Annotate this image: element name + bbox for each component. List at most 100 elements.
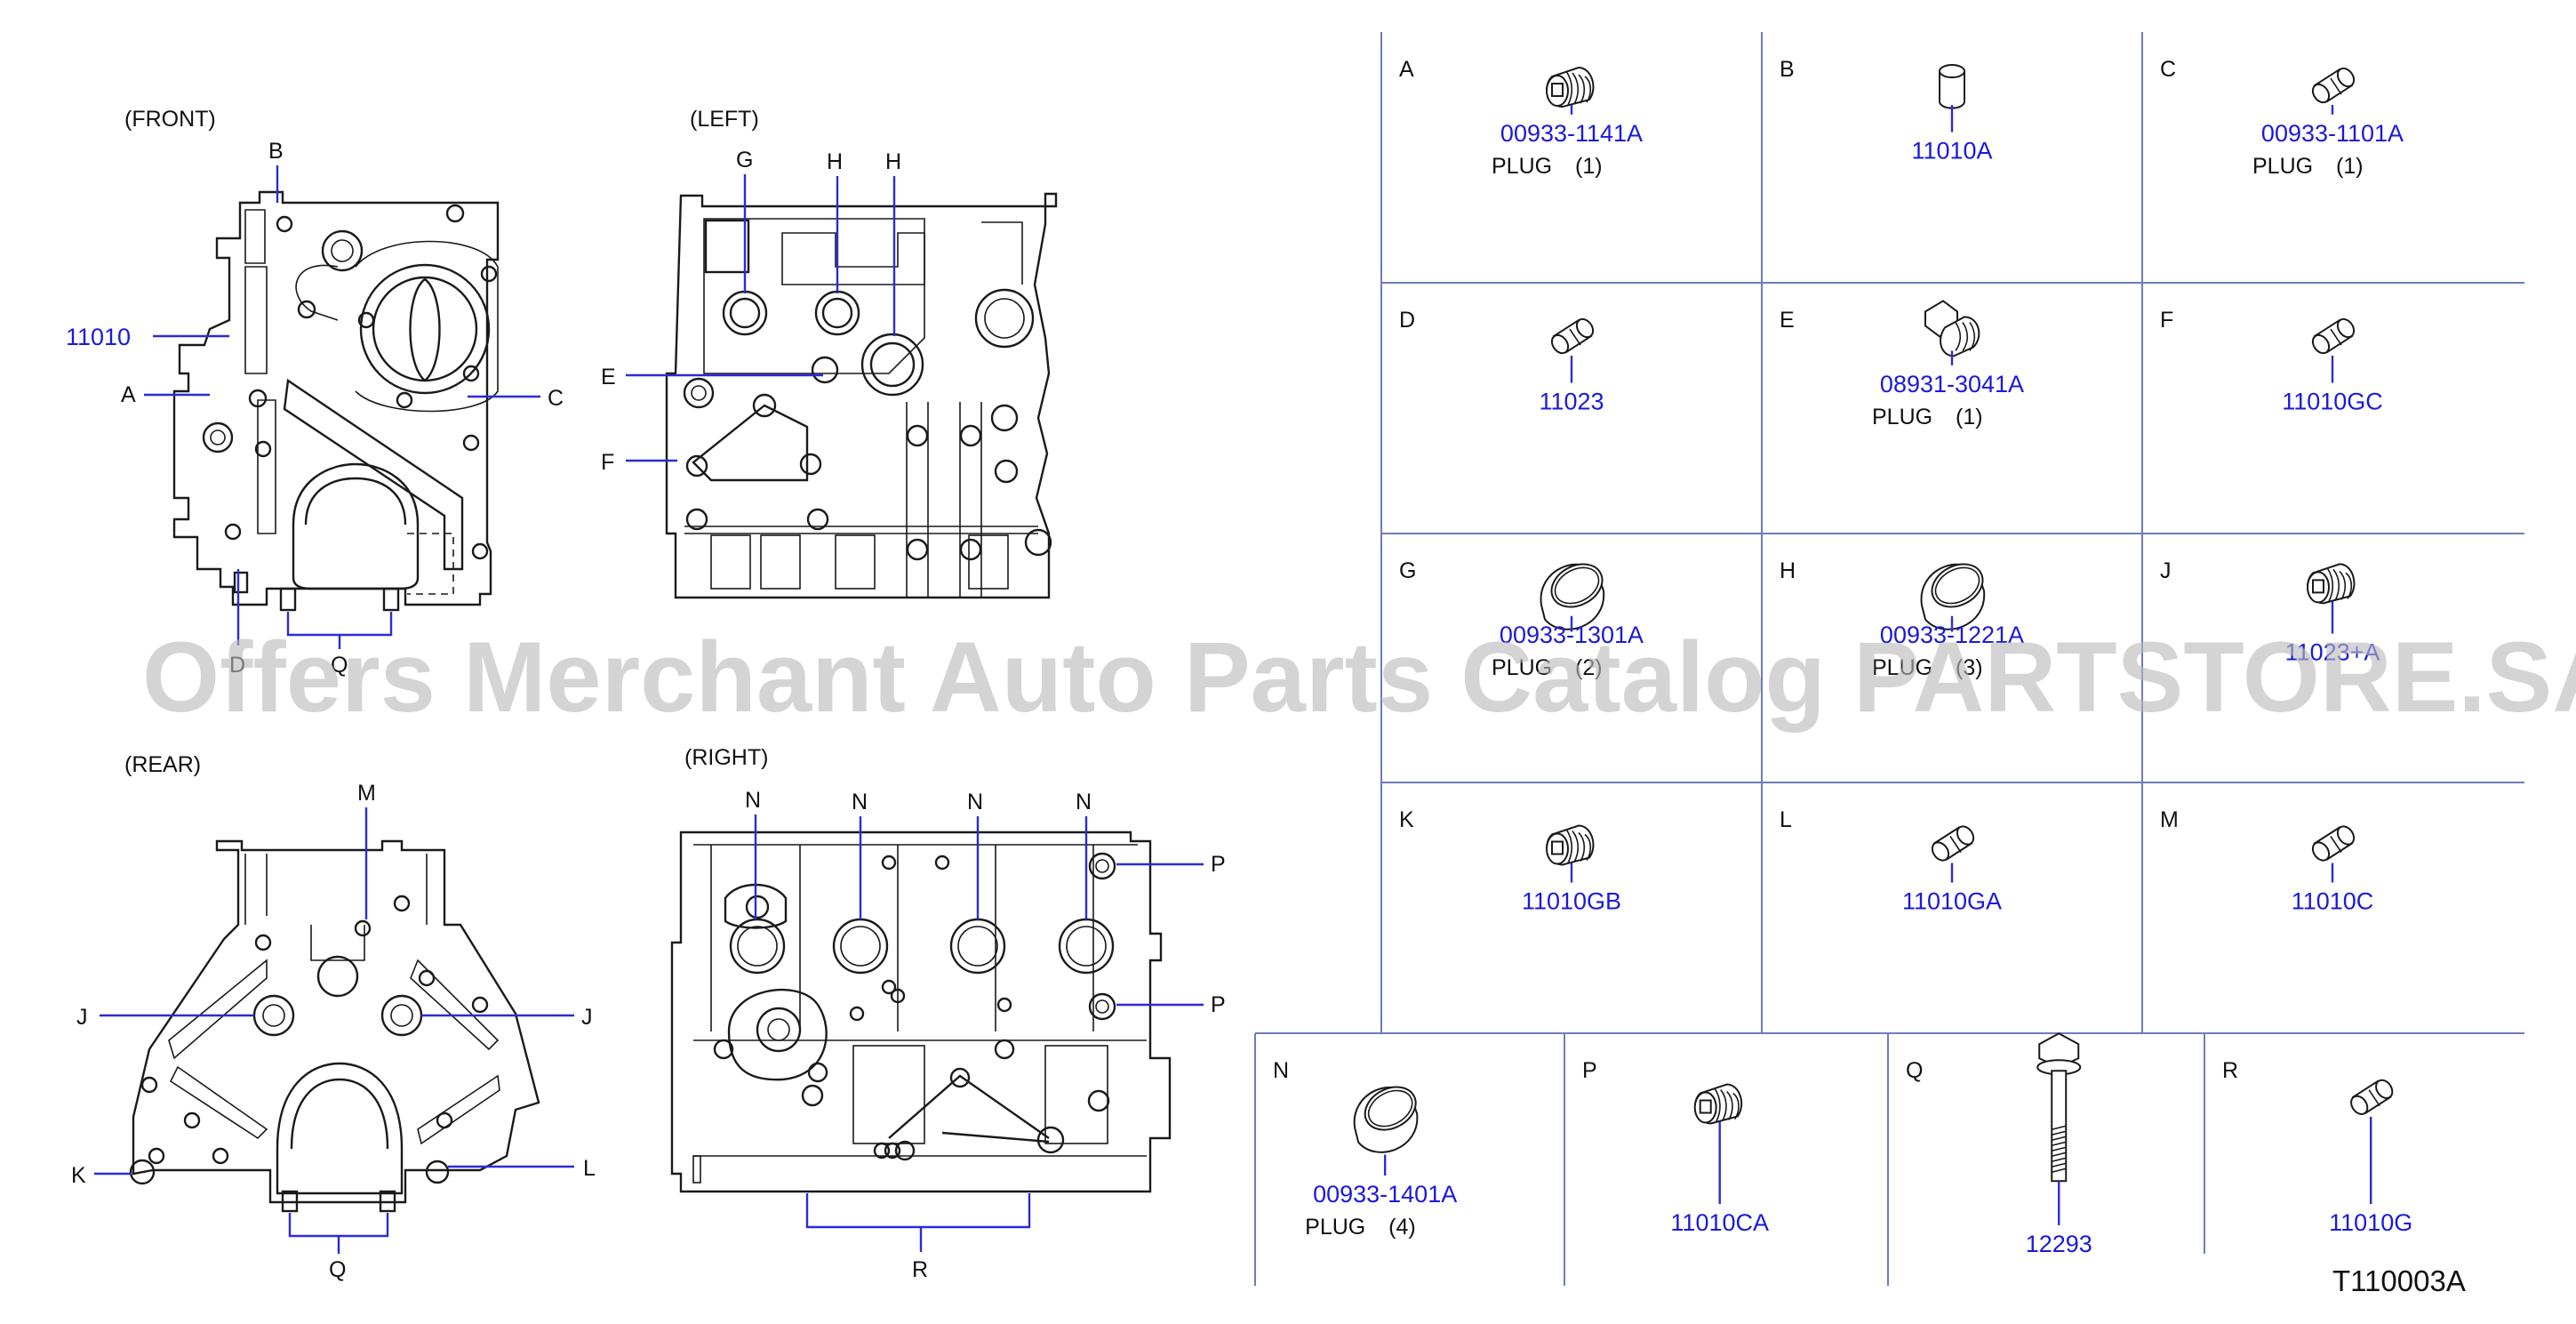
callout-l: L bbox=[583, 1156, 596, 1181]
front-view-title: (FRONT) bbox=[124, 107, 216, 132]
left-view-title: (LEFT) bbox=[690, 107, 759, 132]
part-number[interactable]: 00933-1401A bbox=[1313, 1181, 1457, 1208]
part-number[interactable]: 00933-1101A bbox=[2261, 120, 2404, 147]
bolt-icon bbox=[2036, 1032, 2082, 1183]
callout-n-1: N bbox=[745, 788, 761, 813]
front-block-outline bbox=[172, 190, 500, 606]
callout-j-2: J bbox=[581, 1005, 593, 1030]
part-letter: E bbox=[1780, 308, 1795, 333]
part-number[interactable]: 11010G bbox=[2329, 1209, 2412, 1236]
plug-icon bbox=[2311, 67, 2356, 104]
part-cell-m[interactable]: M 11010C bbox=[2160, 807, 2373, 915]
part-cell-g[interactable]: G 00933-1301A PLUG (2) bbox=[1399, 556, 1644, 680]
plug-icon bbox=[2350, 1079, 2394, 1115]
part-description: PLUG bbox=[2252, 154, 2313, 179]
callout-f: F bbox=[601, 450, 614, 475]
parts-cells: A00933-1141APLUG(1)B11010AC00933-1101APL… bbox=[1273, 57, 2412, 1257]
part-letter: G bbox=[1399, 558, 1416, 583]
part-description: PLUG bbox=[1872, 405, 1932, 429]
threaded-plug-icon bbox=[2307, 563, 2356, 605]
part-letter: P bbox=[1582, 1058, 1597, 1083]
part-letter: K bbox=[1399, 807, 1414, 832]
callout-q-front: Q bbox=[331, 653, 348, 678]
part-letter: F bbox=[2160, 308, 2173, 333]
part-number[interactable]: 12293 bbox=[2026, 1231, 2092, 1257]
cup-plug-icon bbox=[1920, 563, 1986, 630]
callout-b: B bbox=[268, 139, 284, 164]
part-letter: M bbox=[2160, 807, 2179, 832]
callout-j-1: J bbox=[76, 1005, 88, 1030]
part-letter: J bbox=[2160, 558, 2172, 583]
left-view: (LEFT) bbox=[601, 107, 1058, 599]
part-number[interactable]: 11010CA bbox=[1670, 1209, 1769, 1236]
part-number[interactable]: 11010GB bbox=[1522, 888, 1621, 915]
callout-11010: 11010 bbox=[66, 324, 131, 350]
callout-d: D bbox=[229, 653, 245, 678]
part-number[interactable]: 11023+A bbox=[2285, 639, 2380, 666]
part-number[interactable]: 11010C bbox=[2292, 888, 2374, 915]
callout-p-1: P bbox=[1211, 852, 1226, 877]
part-cell-r[interactable]: R 11010G bbox=[2222, 1058, 2412, 1236]
rear-view-title: (REAR) bbox=[124, 752, 201, 777]
callout-m: M bbox=[357, 781, 376, 806]
part-letter: B bbox=[1780, 57, 1795, 82]
diagram-code: T110003A bbox=[2332, 1264, 2466, 1297]
callout-r: R bbox=[912, 1257, 928, 1282]
left-block-outline bbox=[665, 192, 1058, 599]
callout-g: G bbox=[736, 148, 753, 173]
part-cell-k[interactable]: K 11010GB bbox=[1399, 807, 1621, 915]
part-cell-p[interactable]: P 11010CA bbox=[1582, 1058, 1769, 1236]
part-description: PLUG bbox=[1492, 655, 1552, 680]
part-description: PLUG bbox=[1305, 1215, 1365, 1240]
plug-icon bbox=[2311, 825, 2356, 862]
hex-plug-icon bbox=[1924, 300, 1980, 357]
part-cell-n[interactable]: N 00933-1401A PLUG (4) bbox=[1273, 1058, 1457, 1240]
part-cell-f[interactable]: F 11010GC bbox=[2160, 308, 2383, 415]
callout-e: E bbox=[601, 365, 616, 389]
part-cell-b[interactable]: B 11010A bbox=[1780, 57, 1993, 164]
part-number[interactable]: 00933-1141A bbox=[1500, 120, 1643, 147]
part-number[interactable]: 11010GC bbox=[2282, 389, 2383, 415]
callout-n-2: N bbox=[852, 790, 868, 814]
right-block-outline bbox=[670, 831, 1172, 1193]
part-number[interactable]: 08931-3041A bbox=[1880, 371, 2024, 397]
rear-block-outline bbox=[132, 839, 540, 1204]
part-number[interactable]: 11023 bbox=[1539, 389, 1604, 415]
rear-view: (REAR) M J bbox=[71, 752, 596, 1282]
callout-c: C bbox=[548, 386, 564, 411]
part-description: PLUG bbox=[1492, 154, 1552, 179]
part-letter: R bbox=[2222, 1058, 2238, 1083]
callout-n-4: N bbox=[1076, 790, 1092, 814]
threaded-plug-icon bbox=[1693, 1083, 1743, 1125]
part-number[interactable]: 00933-1301A bbox=[1500, 622, 1644, 648]
part-quantity: (1) bbox=[1575, 154, 1603, 179]
part-quantity: (2) bbox=[1575, 655, 1603, 680]
part-quantity: (4) bbox=[1388, 1215, 1416, 1240]
callout-a: A bbox=[121, 382, 136, 407]
right-view-title: (RIGHT) bbox=[684, 745, 768, 770]
part-cell-j[interactable]: J 11023+A bbox=[2160, 558, 2380, 666]
part-number[interactable]: 00933-1221A bbox=[1880, 622, 2024, 648]
part-quantity: (3) bbox=[1956, 655, 1983, 680]
part-cell-e[interactable]: E 08931-3041A PLUG (1) bbox=[1780, 300, 2024, 429]
threaded-plug-icon bbox=[1546, 824, 1595, 866]
part-number[interactable]: 11010A bbox=[1911, 138, 1992, 164]
plug-icon bbox=[1550, 317, 1595, 355]
part-quantity: (1) bbox=[2336, 154, 2364, 179]
part-number[interactable]: 11010GA bbox=[1902, 888, 2002, 915]
parts-grid bbox=[1254, 32, 2524, 1286]
part-quantity: (1) bbox=[1956, 405, 1983, 429]
callout-p-2: P bbox=[1211, 992, 1226, 1017]
part-letter: N bbox=[1273, 1058, 1289, 1083]
part-letter: H bbox=[1780, 558, 1796, 583]
callout-h-2: H bbox=[885, 149, 901, 174]
front-view: (FRONT) bbox=[66, 107, 564, 678]
